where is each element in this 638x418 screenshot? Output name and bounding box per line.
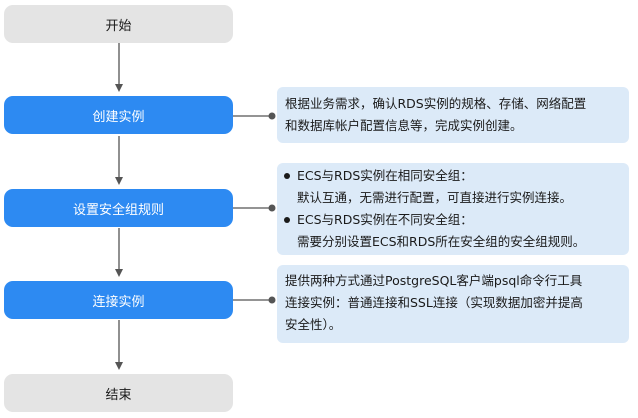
link-connect-note-dot <box>268 296 276 304</box>
step-create-instance-label: 创建实例 <box>92 109 145 125</box>
link-security-note-dot <box>268 204 276 212</box>
note-security-group: ECS与RDS实例在相同安全组： 默认互通，无需进行配置，可直接进行实例连接。 … <box>277 163 629 255</box>
note-security-item-same-group: ECS与RDS实例在相同安全组： 默认互通，无需进行配置，可直接进行实例连接。 <box>281 165 621 209</box>
step-create-instance: 创建实例 <box>4 96 233 134</box>
note-security-item-2-title: ECS与RDS实例在不同安全组： <box>297 212 473 227</box>
note-security-list: ECS与RDS实例在相同安全组： 默认互通，无需进行配置，可直接进行实例连接。 … <box>281 165 621 253</box>
note-security-item-1-title: ECS与RDS实例在相同安全组： <box>297 168 473 183</box>
step-connect-instance: 连接实例 <box>4 281 233 319</box>
link-create-note-dot <box>268 112 276 120</box>
step-end-label: 结束 <box>105 387 132 403</box>
note-create-instance: 根据业务需求，确认RDS实例的规格、存储、网络配置 和数据库帐户配置信息等，完成… <box>277 87 629 143</box>
note-connect-line-3: 安全性）。 <box>285 317 342 332</box>
step-set-security-group: 设置安全组规则 <box>4 189 233 227</box>
step-start: 开始 <box>4 5 233 43</box>
note-connect-instance: 提供两种方式通过PostgreSQL客户端psql命令行工具 连接实例：普通连接… <box>277 265 629 343</box>
step-set-security-group-label: 设置安全组规则 <box>72 202 164 218</box>
note-security-item-1-detail: 默认互通，无需进行配置，可直接进行实例连接。 <box>297 190 573 205</box>
note-security-item-2-detail: 需要分别设置ECS和RDS所在安全组的安全组规则。 <box>297 234 586 249</box>
note-create-line-2: 和数据库帐户配置信息等，完成实例创建。 <box>285 118 523 133</box>
step-end: 结束 <box>4 374 233 412</box>
note-connect-line-1: 提供两种方式通过PostgreSQL客户端psql命令行工具 <box>285 273 583 288</box>
note-create-line-1: 根据业务需求，确认RDS实例的规格、存储、网络配置 <box>285 96 587 111</box>
step-connect-instance-label: 连接实例 <box>92 294 145 310</box>
step-start-label: 开始 <box>105 18 132 34</box>
note-connect-line-2: 连接实例：普通连接和SSL连接（实现数据加密并提高 <box>285 295 583 310</box>
note-security-item-diff-group: ECS与RDS实例在不同安全组： 需要分别设置ECS和RDS所在安全组的安全组规… <box>281 209 621 253</box>
